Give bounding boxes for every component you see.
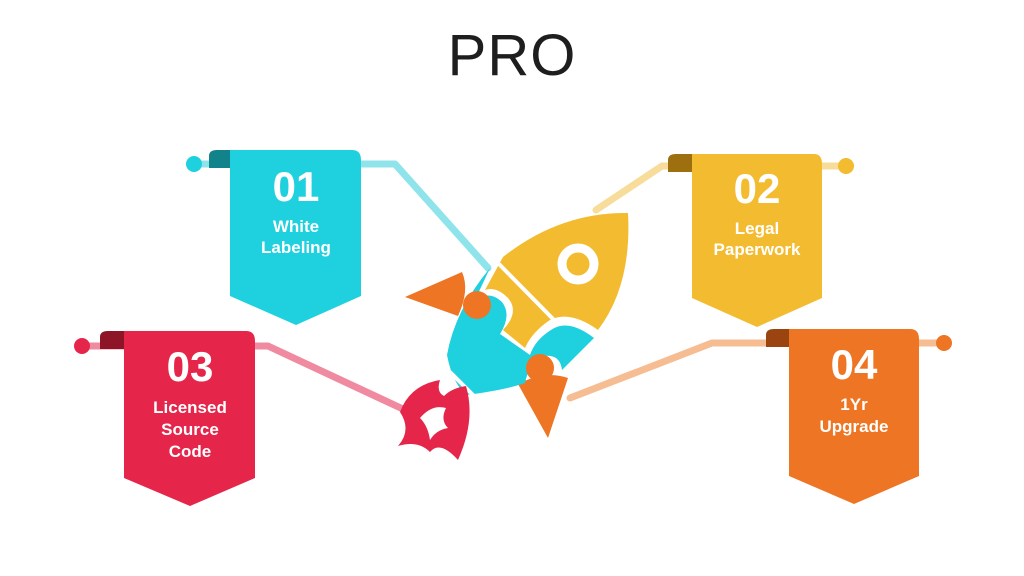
banner-label-01-line2: Labeling xyxy=(261,238,331,257)
banner-01: 01 White Labeling xyxy=(209,150,361,325)
connector-dot-01 xyxy=(186,156,202,172)
rocket-seam xyxy=(495,260,558,324)
banner-03: 03 Licensed Source Code xyxy=(100,331,255,506)
banner-shape-04 xyxy=(789,329,919,504)
banner-label-02-line1: Legal xyxy=(735,219,779,238)
rocket-fin-left xyxy=(405,272,466,316)
banner-number-04: 04 xyxy=(831,341,878,388)
rocket-knob-lower xyxy=(526,354,554,382)
banner-label-04-line1: 1Yr xyxy=(840,395,868,414)
banner-shape-03 xyxy=(124,331,255,506)
page-title: PRO xyxy=(447,23,577,88)
rocket-fin-right xyxy=(518,375,568,438)
banner-number-02: 02 xyxy=(734,165,781,212)
rocket-window xyxy=(557,243,599,285)
rocket-knob-orange xyxy=(463,291,491,319)
rocket-flame-inner xyxy=(420,407,448,440)
rocket-illustration xyxy=(398,212,629,460)
rocket-nose-piece xyxy=(485,212,629,348)
banner-04: 04 1Yr Upgrade xyxy=(766,329,919,504)
banner-label-03-line1: Licensed xyxy=(153,398,227,417)
banner-label-02-line2: Paperwork xyxy=(714,240,801,259)
banner-number-03: 03 xyxy=(167,343,214,390)
banner-shape-01 xyxy=(230,150,361,325)
connector-dot-02 xyxy=(838,158,854,174)
banner-02: 02 Legal Paperwork xyxy=(668,154,822,327)
banner-label-03-line3: Code xyxy=(169,442,212,461)
banner-label-01-line1: White xyxy=(273,217,319,236)
banner-shape-02 xyxy=(692,154,822,327)
banner-label-03-line2: Source xyxy=(161,420,219,439)
banner-number-01: 01 xyxy=(273,163,320,210)
connector-dot-04 xyxy=(936,335,952,351)
banner-label-04-line2: Upgrade xyxy=(820,417,889,436)
connector-dot-03 xyxy=(74,338,90,354)
